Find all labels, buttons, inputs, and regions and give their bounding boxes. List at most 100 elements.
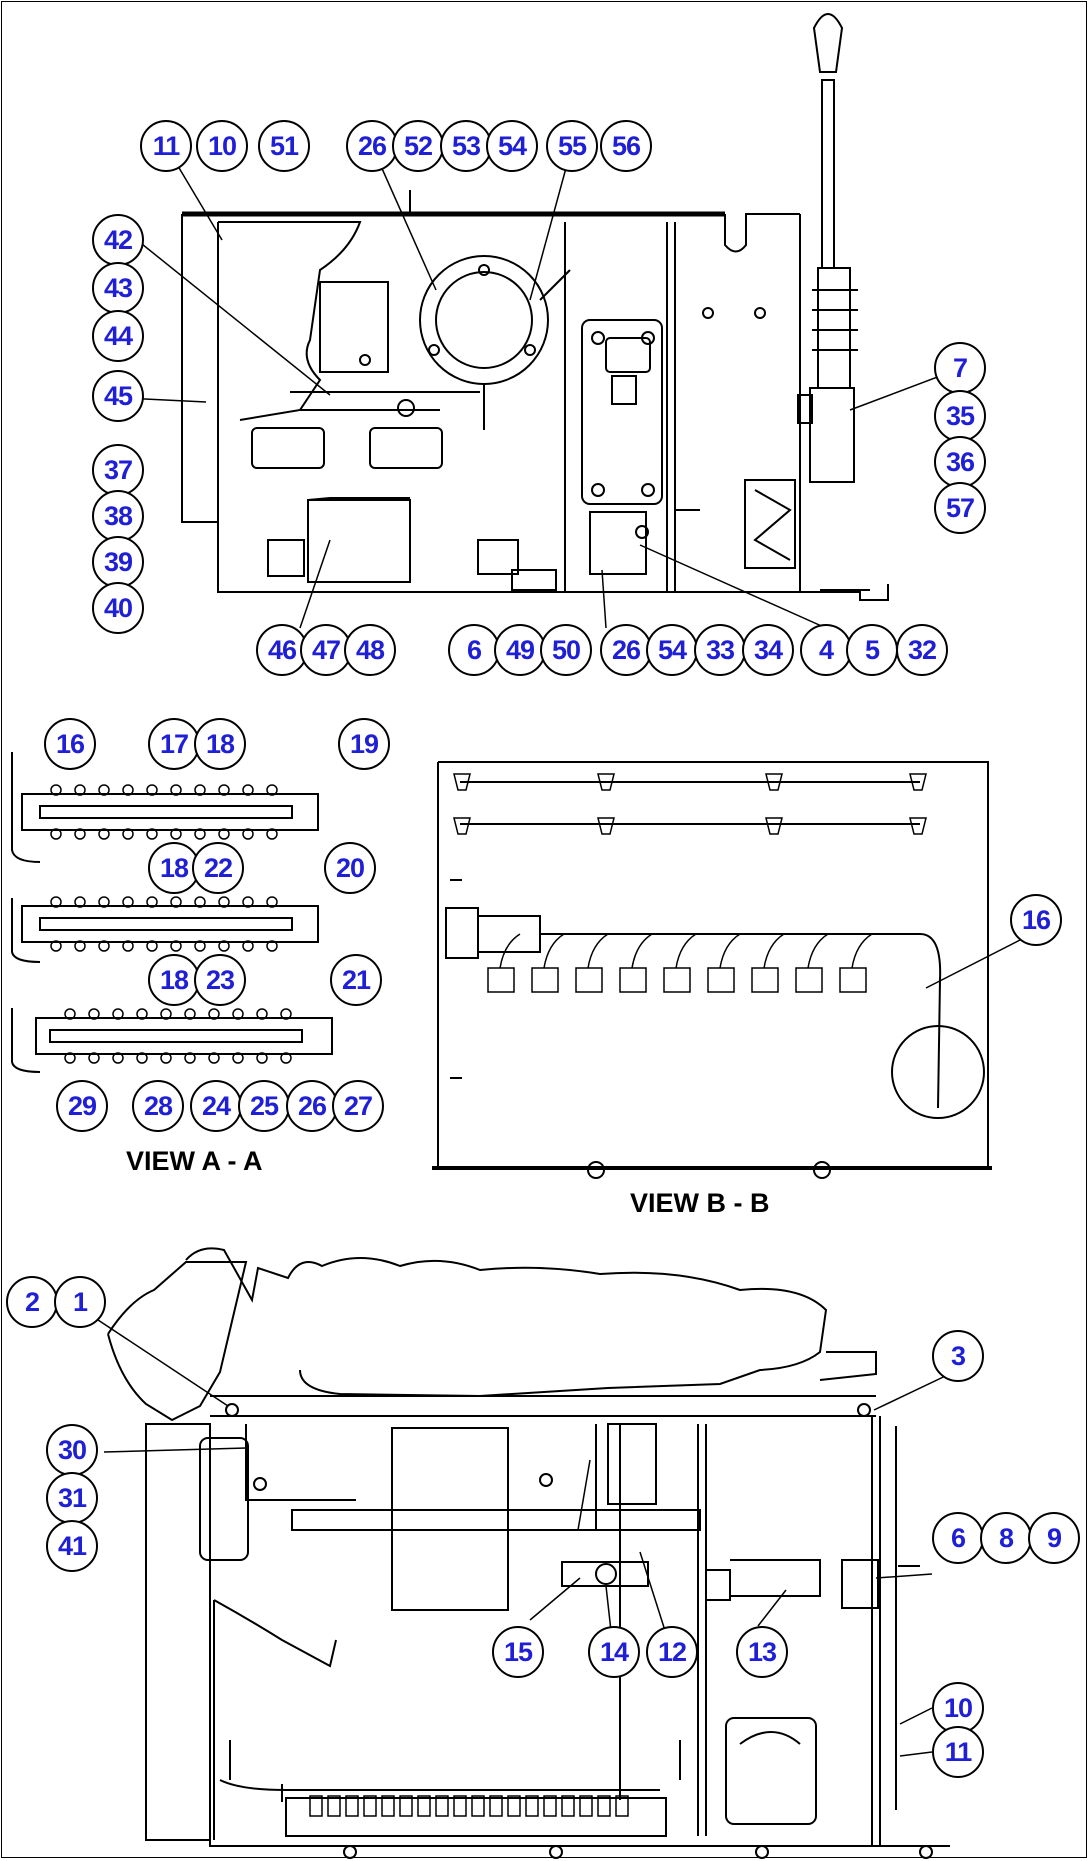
wire-branch [764,934,784,968]
callout-12: 12 [646,1626,698,1678]
wire-connector [664,968,690,992]
wire-branch [852,934,872,968]
wire-branch [808,934,828,968]
terminal-stud [281,1053,291,1063]
terminal-stud [243,897,253,907]
terminal-stud [65,1009,75,1019]
terminal-block-segment [310,1796,322,1816]
mount-clip [598,818,614,834]
callout-54: 54 [646,624,698,676]
callout-50: 50 [540,624,592,676]
terminal-block-segment [490,1796,502,1816]
terminal-stud [147,897,157,907]
mount-clip [910,774,926,790]
terminal-block-segment [454,1796,466,1816]
terminal-stud [113,1053,123,1063]
wire-connector [620,968,646,992]
callout-52: 52 [392,120,444,172]
harness-view-b [432,762,1020,1178]
terminal-stud [123,897,133,907]
terminal-stud [233,1009,243,1019]
callout-18: 18 [148,954,200,1006]
terminal-stud [195,829,205,839]
callout-30: 30 [46,1424,98,1476]
terminal-stud [147,941,157,951]
view-b-label: VIEW B - B [630,1188,770,1218]
terminal-stud [75,941,85,951]
callout-20: 20 [324,842,376,894]
terminal-stud [219,897,229,907]
callout-3: 3 [932,1330,984,1382]
terminal-stud [243,941,253,951]
callout-47: 47 [300,624,352,676]
callout-44: 44 [92,310,144,362]
wire-branch [632,934,652,968]
callout-34: 34 [742,624,794,676]
callout-4: 4 [800,624,852,676]
wire-connector [840,968,866,992]
mount-clip [454,818,470,834]
callout-33: 33 [694,624,746,676]
terminal-block-segment [328,1796,340,1816]
callout-7: 7 [934,342,986,394]
terminal-stud [171,829,181,839]
terminal-stud [99,829,109,839]
callout-54: 54 [486,120,538,172]
terminal-strips-view-a [12,752,332,1072]
callout-15: 15 [492,1626,544,1678]
callout-2: 2 [6,1276,58,1328]
terminal-stud [113,1009,123,1019]
terminal-stud [161,1053,171,1063]
terminal-stud [219,829,229,839]
terminal-stud [99,897,109,907]
callout-5: 5 [846,624,898,676]
terminal-stud [99,785,109,795]
callout-56: 56 [600,120,652,172]
callout-25: 25 [238,1080,290,1132]
callout-27: 27 [332,1080,384,1132]
terminal-stud [195,897,205,907]
leader-lines-lower [92,1316,958,1756]
callout-48: 48 [344,624,396,676]
callout-43: 43 [92,262,144,314]
mount-clip [766,818,782,834]
terminal-studs [51,785,291,1063]
terminal-stud [123,829,133,839]
callout-31: 31 [46,1472,98,1524]
wire-branch [676,934,696,968]
terminal-stud [137,1053,147,1063]
callout-19: 19 [338,718,390,770]
wire-connector [488,968,514,992]
terminal-stud [209,1009,219,1019]
terminal-stud [51,897,61,907]
view-a-label: VIEW A - A [126,1146,263,1176]
terminal-stud [137,1009,147,1019]
callout-36: 36 [934,436,986,488]
terminal-block-segment [436,1796,448,1816]
terminal-block-segment [418,1796,430,1816]
terminal-stud [267,941,277,951]
callout-9: 9 [1028,1512,1080,1564]
wire-branch [544,934,564,968]
wire-connector [532,968,558,992]
terminal-stud [171,897,181,907]
terminal-block-segment [508,1796,520,1816]
callout-49: 49 [494,624,546,676]
callout-39: 39 [92,536,144,588]
callout-26: 26 [286,1080,338,1132]
terminal-stud [257,1009,267,1019]
callout-28: 28 [132,1080,184,1132]
terminal-stud [209,1053,219,1063]
mount-clip [766,774,782,790]
callout-26: 26 [600,624,652,676]
mount-clip [454,774,470,790]
callout-16: 16 [44,718,96,770]
terminal-block-segment [364,1796,376,1816]
callout-32: 32 [896,624,948,676]
terminal-block-segment [616,1796,628,1816]
callout-29: 29 [56,1080,108,1132]
terminal-block-segment [400,1796,412,1816]
terminal-stud [195,941,205,951]
